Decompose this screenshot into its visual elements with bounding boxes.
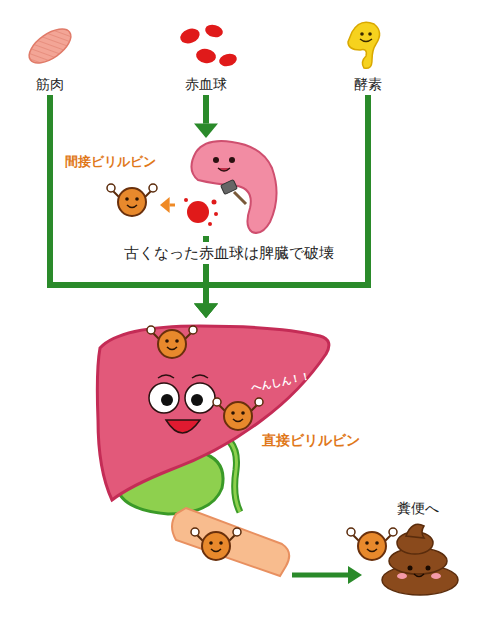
enzyme-icon xyxy=(348,22,380,68)
feces-node: 糞便へ xyxy=(378,498,458,598)
flow-connector xyxy=(194,95,218,138)
label-text: 直接ビリルビン xyxy=(262,432,360,449)
red-blood-cells xyxy=(178,23,238,68)
spleen-illustration xyxy=(184,141,277,233)
red-blood-cell-node: 赤血球 xyxy=(168,22,244,95)
flow-connector xyxy=(50,95,218,318)
node-label: 酵素 xyxy=(354,76,382,93)
liver-illustration xyxy=(97,326,329,500)
intestine xyxy=(172,508,289,576)
node-label: 間接ビリルビン xyxy=(65,154,156,170)
muscle-icon xyxy=(23,22,76,69)
spleen-node: 古くなった赤血球は脾臓で破壊 xyxy=(175,138,283,236)
liver-node: へんしん！！ xyxy=(95,318,335,496)
flow-connector xyxy=(194,95,368,318)
node-label: へんしん！！ xyxy=(250,370,311,394)
flow-connector xyxy=(160,197,175,213)
node-label: 赤血球 xyxy=(185,76,227,93)
flow-arrow xyxy=(292,566,362,584)
muscle-node: 筋肉 xyxy=(22,22,78,95)
indirect-bilirubin-node: 間接ビリルビン xyxy=(60,152,160,220)
node-label: 糞便へ xyxy=(397,500,439,517)
node-label: 古くなった赤血球は脾臓で破壊 xyxy=(120,242,338,264)
node-label: 筋肉 xyxy=(36,76,64,93)
enzyme-node: 酵素 xyxy=(335,22,401,95)
